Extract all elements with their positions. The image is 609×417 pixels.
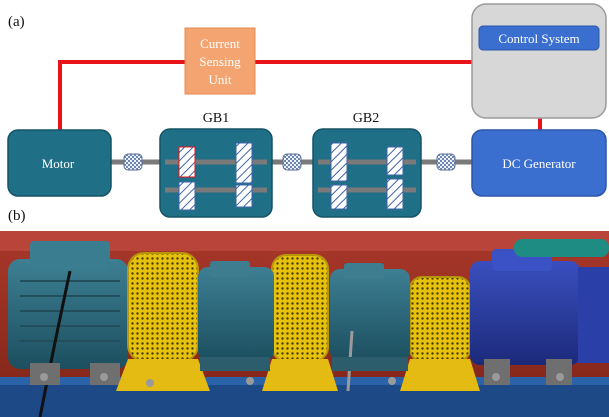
control-system-label: Control System [498, 31, 579, 46]
gb2-label: GB2 [353, 111, 379, 126]
photo-gearbox-gb2 [330, 263, 410, 392]
motor-block: Motor [7, 129, 112, 197]
panel-b-label: (b) [8, 208, 26, 224]
gearbox-gb1: GB1 [159, 111, 273, 218]
photo-dc-generator [470, 239, 609, 385]
panel-a-label: (a) [8, 14, 25, 30]
current-sensing-line3: Unit [208, 72, 232, 87]
control-system-block: Control System [471, 3, 607, 119]
current-sensing-unit: Current Sensing Unit [184, 27, 256, 95]
gearbox-gb2: GB2 [312, 111, 422, 218]
current-sensing-line2: Sensing [199, 54, 241, 69]
photo-mounting-bolts [40, 373, 564, 387]
test-rig-photo [0, 231, 609, 417]
current-sensing-line1: Current [200, 36, 240, 51]
signal-lines [58, 60, 542, 133]
photo-gearbox-gb1 [198, 261, 274, 371]
dc-generator-label: DC Generator [502, 156, 576, 171]
coupling-icon [123, 153, 143, 171]
schematic-diagram: Current Sensing Unit Control System Moto… [7, 3, 607, 218]
shafts [110, 153, 472, 171]
coupling-icon [436, 153, 456, 171]
motor-label: Motor [42, 156, 75, 171]
coupling-icon [282, 153, 302, 171]
dc-generator-block: DC Generator [471, 129, 607, 197]
gb1-label: GB1 [203, 111, 229, 126]
